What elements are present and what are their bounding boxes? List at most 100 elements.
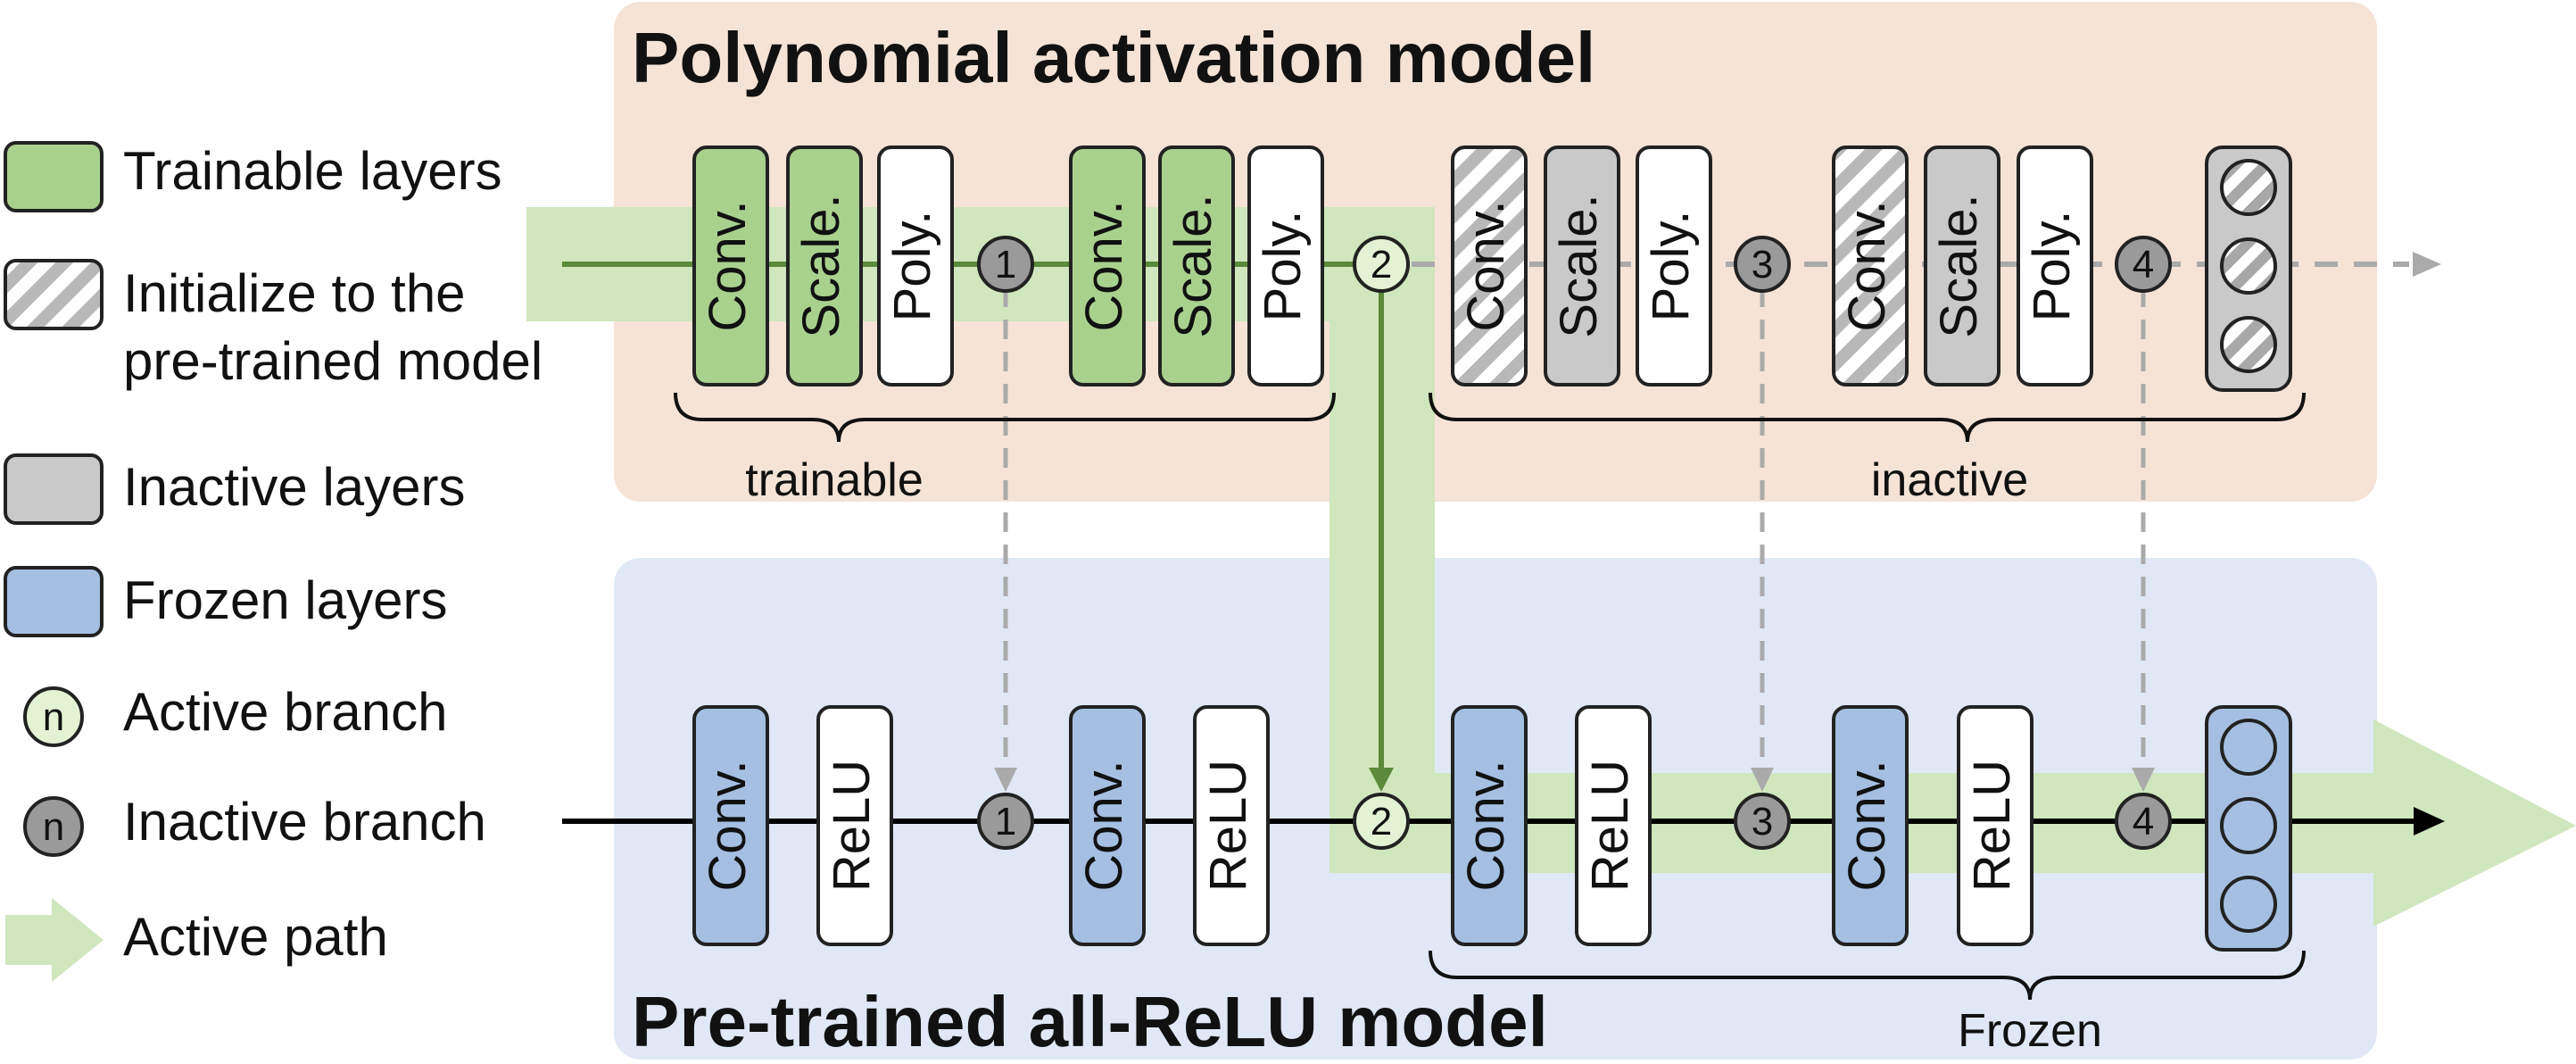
top-block-conv-1: Conv. xyxy=(692,145,769,387)
branch-node-label: 2 xyxy=(1371,243,1392,287)
top-block-label: Poly. xyxy=(883,211,941,322)
branch-node-label: 1 xyxy=(995,243,1016,287)
top-block-label: Poly. xyxy=(1642,211,1700,322)
branch-connector-2-arrowhead xyxy=(1369,768,1394,792)
top-block-scale-4: Scale. xyxy=(1924,145,2000,387)
bottom-output-neuron xyxy=(2220,876,2277,933)
legend-item-active-branch: n Active branch xyxy=(23,682,448,747)
bottom-output-neuron xyxy=(2220,797,2277,854)
top-branch-node-3: 3 xyxy=(1734,236,1791,293)
legend-label: Active branch xyxy=(123,682,448,742)
legend-swatch-glyph: n xyxy=(43,695,64,739)
bottom-branch-node-1: 1 xyxy=(977,793,1034,850)
bottom-block-conv-1: Conv. xyxy=(692,705,769,946)
legend-label: Trainable layers xyxy=(123,141,502,201)
legend-item-frozen: Frozen layers xyxy=(4,566,447,637)
bottom-block-relu-2: ReLU xyxy=(1193,705,1270,946)
top-block-label: Scale. xyxy=(1930,194,1988,337)
legend-label: Inactive layers xyxy=(123,457,466,517)
bottom-main-arrowhead xyxy=(2414,807,2445,835)
legend-item-initialize: Initialize to the pre-trained model xyxy=(4,259,543,391)
bottom-block-relu-1: ReLU xyxy=(816,705,893,946)
bottom-block-label: Conv. xyxy=(1838,760,1896,891)
legend-item-active-path: Active path xyxy=(5,898,388,982)
top-block-conv-4: Conv. xyxy=(1832,145,1909,387)
top-output-neuron xyxy=(2220,237,2277,295)
top-block-label: Scale. xyxy=(792,194,850,337)
legend-swatch-inactive xyxy=(4,453,104,525)
branch-connector-4-arrowhead xyxy=(2132,768,2155,792)
top-block-scale-2: Scale. xyxy=(1158,145,1235,387)
bottom-block-label: Conv. xyxy=(1457,760,1515,891)
branch-connector-3-arrowhead xyxy=(1751,768,1774,792)
bottom-block-relu-4: ReLU xyxy=(1957,705,2033,946)
bottom-title: Pre-trained all-ReLU model xyxy=(632,982,1548,1061)
bottom-block-label: Conv. xyxy=(699,760,757,891)
top-block-poly-3: Poly. xyxy=(1636,145,1712,387)
top-branch-node-4: 4 xyxy=(2115,236,2172,293)
legend-label: Frozen layers xyxy=(123,570,447,630)
bottom-block-label: ReLU xyxy=(1199,760,1257,892)
top-block-label: Poly. xyxy=(2023,211,2081,322)
bottom-block-label: ReLU xyxy=(823,760,881,892)
bottom-output-layer xyxy=(2205,705,2292,952)
top-branch-node-2: 2 xyxy=(1353,236,1410,293)
bottom-branch-node-3: 3 xyxy=(1734,793,1791,850)
legend-swatch-trainable xyxy=(4,141,104,212)
branch-node-label: 4 xyxy=(2133,243,2154,287)
top-branch-node-1: 1 xyxy=(977,236,1034,293)
top-inactive-arrowhead xyxy=(2413,252,2441,277)
legend-swatch-glyph: n xyxy=(43,805,64,849)
top-block-label: Conv. xyxy=(699,200,757,331)
branch-node-label: 1 xyxy=(995,800,1016,844)
top-block-label: Conv. xyxy=(1838,200,1896,331)
top-block-scale-3: Scale. xyxy=(1544,145,1620,387)
bottom-output-neuron xyxy=(2220,719,2277,776)
legend-label: Inactive branch xyxy=(123,792,486,852)
branch-connector-1-arrowhead xyxy=(994,768,1017,792)
brace-label-trainable: trainable xyxy=(745,454,923,506)
top-block-conv-3: Conv. xyxy=(1451,145,1528,387)
top-block-scale-1: Scale. xyxy=(786,145,863,387)
brace-frozen xyxy=(1429,950,2306,1001)
brace-trainable xyxy=(674,392,1336,443)
bottom-block-conv-4: Conv. xyxy=(1832,705,1909,946)
bottom-branch-node-2: 2 xyxy=(1353,793,1410,850)
top-block-conv-2: Conv. xyxy=(1069,145,1146,387)
brace-label-inactive: inactive xyxy=(1871,454,2028,506)
legend-label: Initialize to the xyxy=(123,263,466,323)
top-block-label: Conv. xyxy=(1457,200,1515,331)
legend-label: Active path xyxy=(123,907,388,967)
top-block-label: Poly. xyxy=(1254,211,1312,322)
bottom-block-conv-2: Conv. xyxy=(1069,705,1146,946)
legend-swatch-frozen xyxy=(4,566,104,637)
bottom-block-label: ReLU xyxy=(1963,760,2021,892)
branch-node-label: 3 xyxy=(1752,243,1773,287)
legend-label-line2: pre-trained model xyxy=(123,331,543,391)
branch-node-label: 3 xyxy=(1752,800,1773,844)
top-block-label: Scale. xyxy=(1164,194,1222,337)
legend-item-trainable: Trainable layers xyxy=(4,141,502,212)
legend: Trainable layers Initialize to the pre-t… xyxy=(4,141,543,982)
top-block-label: Scale. xyxy=(1550,194,1608,337)
legend-swatch-active-branch xyxy=(23,686,84,747)
top-block-poly-2: Poly. xyxy=(1247,145,1324,387)
branch-node-label: 4 xyxy=(2133,800,2154,844)
legend-swatch-hatched xyxy=(4,259,104,330)
legend-swatch-inactive-branch xyxy=(23,796,84,857)
legend-item-inactive: Inactive layers xyxy=(4,453,466,525)
bottom-block-label: ReLU xyxy=(1581,760,1639,892)
bottom-block-conv-3: Conv. xyxy=(1451,705,1528,946)
top-output-neuron xyxy=(2220,316,2277,373)
top-block-poly-4: Poly. xyxy=(2017,145,2093,387)
bottom-branch-node-4: 4 xyxy=(2115,793,2172,850)
legend-item-inactive-branch: n Inactive branch xyxy=(23,792,486,857)
top-block-label: Conv. xyxy=(1075,200,1133,331)
branch-node-label: 2 xyxy=(1371,800,1392,844)
brace-label-frozen: Frozen xyxy=(1958,1005,2102,1057)
brace-inactive xyxy=(1429,392,2306,443)
top-output-layer xyxy=(2205,145,2292,392)
top-title: Polynomial activation model xyxy=(632,18,1595,97)
bottom-block-relu-3: ReLU xyxy=(1575,705,1652,946)
